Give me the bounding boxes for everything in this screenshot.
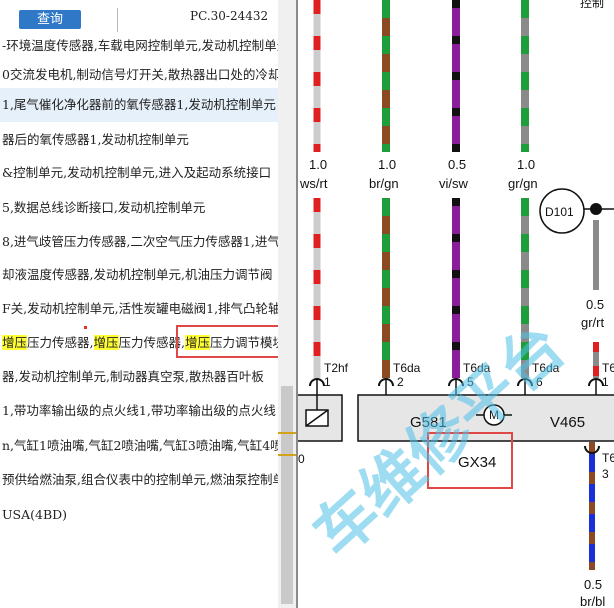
highlight-term: 增压 [2, 335, 28, 350]
wire-color: br/bl [580, 594, 605, 608]
search-results-panel: 查询 PC.30-24432 -环境温度传感器,车载电网控制单元,发动机控制单元… [0, 0, 278, 608]
list-item-boost-pressure[interactable]: 增压压力传感器,增压压力传感器,增压压力调节模块 [0, 326, 278, 360]
list-item[interactable]: 器,发动机控制单元,制动器真空泵,散热器百叶板 [2, 369, 264, 384]
toolbar-divider [117, 8, 118, 32]
pin-markers [309, 378, 604, 454]
text-seg: 压力传感器, [27, 335, 94, 350]
connector-label: T2hf [324, 361, 349, 375]
wiring-diagram: 控制 [298, 0, 614, 608]
wire-color: gr/gn [508, 176, 538, 191]
wire-color: ws/rt [299, 176, 328, 191]
relay-label: D101 [545, 205, 574, 219]
scrollbar-thumb[interactable] [281, 386, 293, 604]
highlight-term: 增压 [185, 335, 211, 350]
pin-number: 1 [602, 375, 609, 389]
component-g-label: G581 [410, 414, 447, 431]
scrollbar[interactable] [278, 0, 296, 608]
list-item[interactable]: 5,数据总线诊断接口,发动机控制单元 [2, 200, 206, 215]
wire-gauge: 0.5 [448, 157, 466, 172]
connector-label: T6da [463, 361, 491, 375]
pin-number: 2 [397, 375, 404, 389]
connector-label: T6da [393, 361, 421, 375]
left-number: 0 [298, 452, 305, 466]
connector-label: T6 [602, 451, 614, 465]
list-item[interactable]: 器后的氧传感器1,发动机控制单元 [2, 132, 189, 147]
motor-symbol: M [489, 408, 499, 422]
scroll-marker [278, 454, 296, 456]
annotation-red-box [427, 432, 513, 489]
list-item[interactable]: 1,带功率输出级的点火线1,带功率输出级的点火线 [2, 403, 276, 418]
diagram-top-label: 控制 [580, 0, 604, 10]
text-seg: 压力传感器, [118, 335, 185, 350]
pin-number: 5 [467, 375, 474, 389]
list-item[interactable]: 却液温度传感器,发动机控制单元,机油压力调节阀 [2, 267, 273, 282]
list-item[interactable]: n,气缸1喷油嘴,气缸2喷油嘴,气缸3喷油嘴,气缸4喷 [2, 438, 278, 453]
pc-code: PC.30-24432 [190, 9, 269, 23]
wire-gauge: 1.0 [517, 157, 535, 172]
wire-color: vi/sw [439, 176, 469, 191]
list-item[interactable]: -环境温度传感器,车载电网控制单元,发动机控制单元 [2, 38, 278, 53]
scroll-marker [278, 432, 296, 434]
search-button[interactable]: 查询 [19, 10, 81, 29]
list-item[interactable]: 1,尾气催化净化器前的氧传感器1,发动机控制单元 [0, 88, 278, 122]
list-item[interactable]: F关,发动机控制单元,活性炭罐电磁阀1,排气凸轮轴 [2, 301, 278, 316]
component-gx-label: GX34 [458, 454, 496, 471]
connector-label: T6da [532, 361, 560, 375]
junction-dot [590, 203, 602, 215]
wire-color: br/gn [369, 176, 399, 191]
pin-number: 6 [536, 375, 543, 389]
wire-gauge: 0.5 [584, 577, 602, 592]
annotation-red-box [176, 325, 289, 358]
diagram-canvas: 控制 [298, 0, 614, 608]
red-marker [84, 326, 87, 329]
toolbar: 查询 PC.30-24432 [0, 0, 278, 34]
pin-number: 3 [602, 467, 609, 481]
pin-number: 1 [324, 375, 331, 389]
text-seg: 压力调节模块 [210, 335, 278, 350]
highlight-term: 增压 [93, 335, 119, 350]
relay-circle [539, 188, 585, 234]
wire-gauge: 0.5 [586, 297, 604, 312]
wire-gauge: 1.0 [378, 157, 396, 172]
component-v-label: V465 [550, 414, 585, 431]
wire-gauge: 1.0 [309, 157, 327, 172]
list-item[interactable]: &控制单元,发动机控制单元,进入及起动系统接口 [2, 165, 272, 180]
connector-label: T6 [602, 361, 614, 375]
list-item[interactable]: 0交流发电机,制动信号灯开关,散热器出口处的冷却 [2, 67, 278, 82]
panel-splitter[interactable] [296, 0, 298, 608]
wire-color: gr/rt [581, 315, 605, 330]
list-item[interactable]: USA(4BD) [2, 507, 68, 522]
list-item[interactable]: 8,进气歧管压力传感器,二次空气压力传感器1,进气 [2, 234, 278, 249]
list-item[interactable]: 预供给燃油泵,组合仪表中的控制单元,燃油泵控制单 [2, 472, 278, 487]
